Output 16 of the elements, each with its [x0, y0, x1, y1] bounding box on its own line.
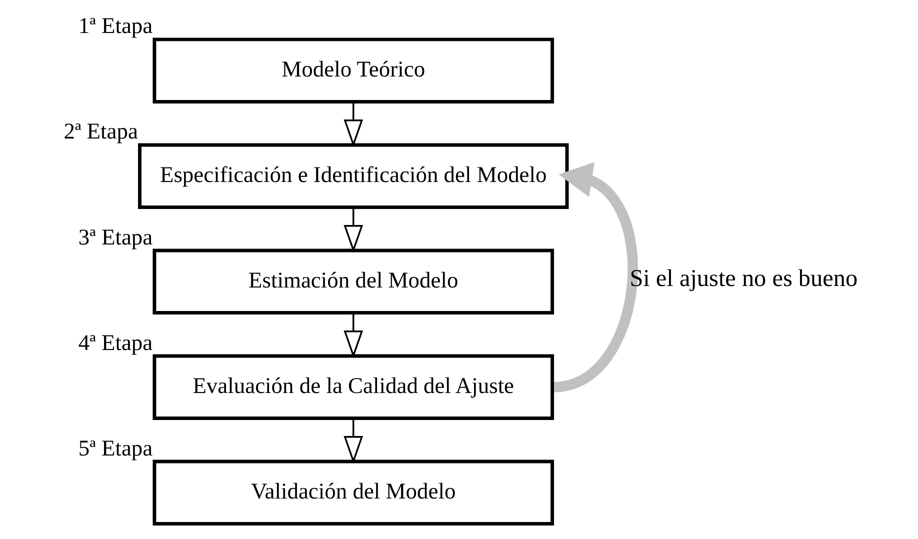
node-box: Validación del Modelo — [152, 460, 554, 526]
arrow — [344, 418, 364, 464]
node-label: 4ª Etapa — [78, 330, 153, 355]
node-box: Estimación del Modelo — [152, 248, 554, 314]
node-label: 1ª Etapa — [78, 13, 153, 38]
arrow — [344, 312, 364, 358]
node-box: Evaluación de la Calidad del Ajuste — [152, 354, 554, 420]
node-box: Modelo Teórico — [152, 38, 554, 104]
node-label: 5ª Etapa — [78, 435, 153, 460]
edge-label: Si el ajuste no es bueno — [630, 264, 858, 292]
arrow — [553, 162, 638, 392]
node-label: 2ª Etapa — [64, 118, 138, 144]
arrow — [344, 207, 364, 253]
node-label: 3ª Etapa — [78, 224, 153, 250]
node-box: Especificación e Identificación del Modelo — [138, 143, 569, 209]
arrow — [344, 102, 364, 148]
